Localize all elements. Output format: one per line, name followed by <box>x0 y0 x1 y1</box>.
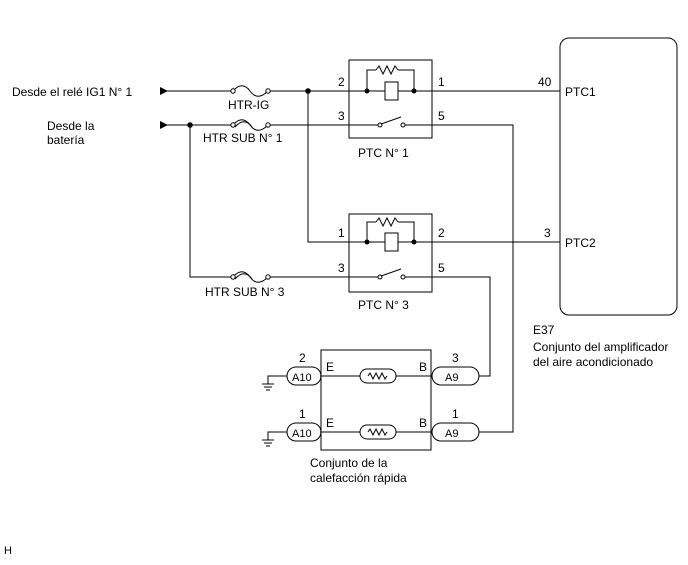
heater-top-right-conn: A9 <box>445 372 458 384</box>
connector-a9-top <box>431 366 480 386</box>
heater-top-left-conn: A10 <box>292 372 312 384</box>
ptc1-pin-br: 5 <box>438 109 445 123</box>
ptc3-pin-bl: 3 <box>338 261 345 275</box>
amp-ptc1-pin: 40 <box>538 75 552 89</box>
connector-a9-bottom <box>431 422 480 442</box>
amp-name-2: del aire acondicionado <box>533 355 653 369</box>
battery-input-label-1: Desde la <box>47 119 95 133</box>
ptc3-label: PTC N° 3 <box>358 298 409 312</box>
junction-battery <box>187 122 193 128</box>
heater-top-left-term: E <box>326 360 334 374</box>
fuse-htr-sub3-label: HTR SUB N° 3 <box>205 285 285 299</box>
junction-htrig <box>305 88 311 94</box>
arrow-battery-input <box>160 121 168 129</box>
ptc3-pin-br: 5 <box>438 261 445 275</box>
amp-code: E37 <box>533 323 555 337</box>
ptc1-pin-tl: 2 <box>338 75 345 89</box>
heater-box <box>320 349 432 451</box>
ptc3-relay <box>348 213 433 293</box>
ground-icon-bottom <box>262 431 287 447</box>
amplifier-box <box>559 37 678 316</box>
heater-name-2: calefacción rápida <box>310 471 407 485</box>
heater-bot-right-pin: 1 <box>452 407 459 421</box>
ptc1-relay <box>348 59 433 139</box>
amp-ptc2-label: PTC2 <box>565 236 596 250</box>
heater-bot-right-conn: A9 <box>445 428 458 440</box>
fuse-htr-ig-label: HTR-IG <box>228 98 269 112</box>
heater-top-right-term: B <box>419 360 427 374</box>
wire-ptc3-to-a9-top <box>432 276 491 377</box>
fuse-htr-ig <box>230 85 271 97</box>
wire-to-ptc3-pin1 <box>307 91 349 243</box>
heater-element-top <box>320 368 432 384</box>
ptc3-pin-tl: 1 <box>338 226 345 240</box>
heater-top-right-pin: 3 <box>452 351 459 365</box>
wire-ptc1-to-a9-bottom <box>432 124 514 433</box>
heater-bot-left-term: E <box>326 416 334 430</box>
heater-bot-left-pin: 1 <box>299 407 306 421</box>
ptc1-pin-bl: 3 <box>338 109 345 123</box>
ground-icon-top <box>262 375 287 391</box>
heater-bot-right-term: B <box>419 416 427 430</box>
amp-ptc1-label: PTC1 <box>565 85 596 99</box>
heater-top-left-pin: 2 <box>299 351 306 365</box>
wire-battery-to-sub3 <box>189 125 233 278</box>
ptc1-label: PTC N° 1 <box>358 146 409 160</box>
battery-input-label-2: batería <box>47 133 85 147</box>
heater-name-1: Conjunto de la <box>310 456 388 470</box>
heater-element-bottom <box>320 424 432 440</box>
ptc1-pin-tr: 1 <box>438 75 445 89</box>
heater-bot-left-conn: A10 <box>292 428 312 440</box>
corner-mark: H <box>4 545 12 557</box>
ptc3-pin-tr: 2 <box>438 226 445 240</box>
fuse-htr-sub1 <box>230 119 271 131</box>
fuse-htr-sub3 <box>230 271 271 283</box>
amp-ptc2-pin: 3 <box>544 226 551 240</box>
relay-input-label: Desde el relé IG1 N° 1 <box>12 85 133 99</box>
fuse-htr-sub1-label: HTR SUB N° 1 <box>203 131 283 145</box>
arrow-relay-input <box>160 87 168 95</box>
amp-name-1: Conjunto del amplificador <box>533 340 668 354</box>
